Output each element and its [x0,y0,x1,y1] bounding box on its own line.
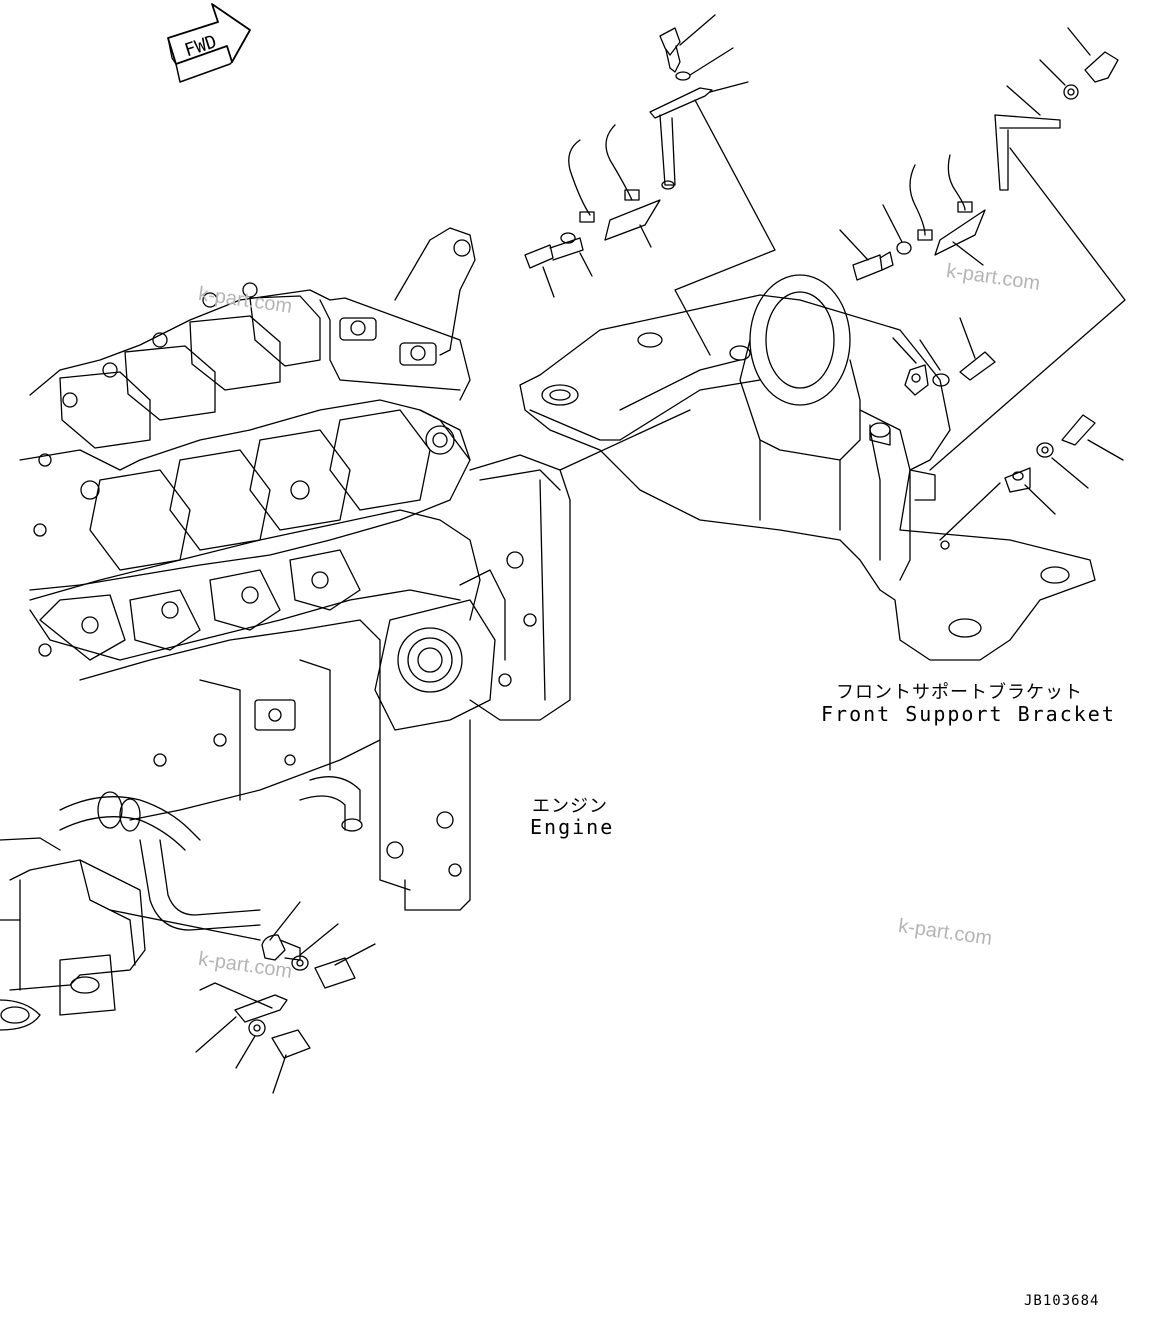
fwd-arrow-icon: FWD [167,3,251,83]
fwd-label: FWD [182,31,219,61]
harness-group-right [839,27,1126,471]
clip-group-right [892,317,1124,541]
drawing-number: JB103684 [1024,1293,1100,1309]
clip-group-bottom [109,901,376,1094]
engine-label-jp: エンジン [532,796,608,817]
engine-label-en: Engine [530,815,615,839]
engine-drawing [0,227,571,1031]
bracket-label-jp: フロントサポートブラケット [836,682,1083,703]
bracket-label-en: Front Support Bracket [821,702,1116,726]
front-support-bracket-drawing [519,274,1096,661]
leader-line-engine [559,409,691,471]
harness-group-center [524,14,776,356]
